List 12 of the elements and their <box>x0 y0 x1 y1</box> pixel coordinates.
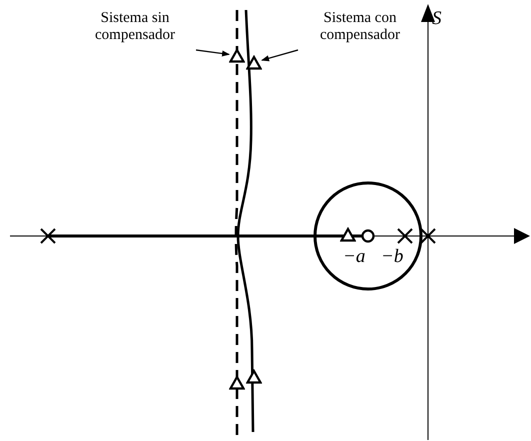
triangle-marker <box>229 48 245 63</box>
triangle-marker <box>340 227 356 242</box>
point-label: −b <box>381 246 404 268</box>
leader-line <box>261 49 298 62</box>
triangle-marker <box>246 369 262 384</box>
annotation-text: Sistema con compensador <box>298 10 422 44</box>
point-label: −a <box>343 246 366 268</box>
triangle-marker <box>229 375 245 390</box>
leader-line <box>196 49 230 56</box>
axis-label: S <box>432 8 442 30</box>
annotation-text: Sistema sin compensador <box>74 10 196 44</box>
triangle-marker <box>246 55 262 70</box>
